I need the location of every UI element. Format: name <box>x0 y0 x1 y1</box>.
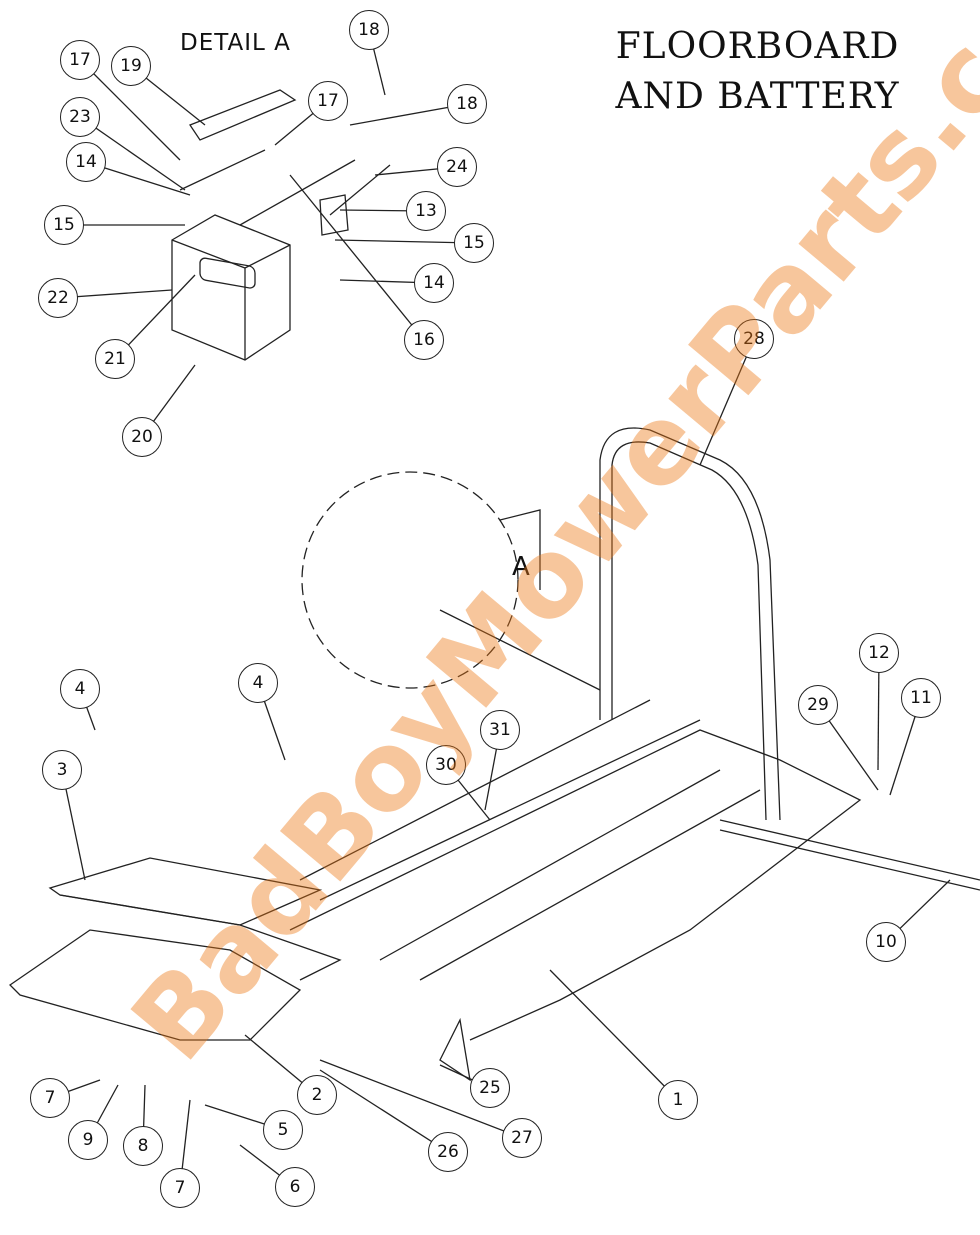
roll-bar <box>599 427 781 821</box>
callout-27: 27 <box>502 1118 542 1158</box>
leader-line <box>549 969 679 1101</box>
floor-mat <box>48 857 342 981</box>
callout-1: 1 <box>658 1080 698 1120</box>
callout-24: 24 <box>437 147 477 187</box>
callout-18: 18 <box>447 84 487 124</box>
leader-line <box>334 239 475 244</box>
floor-pan <box>8 929 302 1041</box>
detail-a-view <box>301 471 601 691</box>
callout-29: 29 <box>798 685 838 725</box>
callout-23: 23 <box>60 97 100 137</box>
callout-11: 11 <box>901 678 941 718</box>
callout-9: 9 <box>68 1120 108 1160</box>
callout-6: 6 <box>275 1167 315 1207</box>
callout-15: 15 <box>454 223 494 263</box>
frame <box>289 699 980 1082</box>
callout-25: 25 <box>470 1068 510 1108</box>
leader-line <box>79 59 181 161</box>
callout-8: 8 <box>123 1126 163 1166</box>
leader-line <box>319 1069 449 1153</box>
detail-a-label: DETAIL A <box>180 30 291 56</box>
callout-20: 20 <box>122 417 162 457</box>
leader-lines <box>49 29 951 1189</box>
battery <box>171 214 291 361</box>
leader-line <box>289 174 425 341</box>
callout-21: 21 <box>95 339 135 379</box>
view-a-label: A <box>512 552 530 582</box>
title-line-2: AND BATTERY <box>615 76 900 117</box>
callout-13: 13 <box>406 191 446 231</box>
callout-28: 28 <box>734 319 774 359</box>
callout-7: 7 <box>30 1078 70 1118</box>
leader-line <box>699 338 755 466</box>
callout-30: 30 <box>426 745 466 785</box>
callout-16: 16 <box>404 320 444 360</box>
callout-3: 3 <box>42 750 82 790</box>
callout-5: 5 <box>263 1110 303 1150</box>
callout-31: 31 <box>480 710 520 750</box>
callout-26: 26 <box>428 1132 468 1172</box>
callout-7: 7 <box>160 1168 200 1208</box>
battery-hold-down <box>189 89 297 141</box>
callout-18: 18 <box>349 10 389 50</box>
title-line-1: FLOORBOARD <box>615 26 900 67</box>
callout-10: 10 <box>866 922 906 962</box>
callout-14: 14 <box>414 263 454 303</box>
callout-2: 2 <box>297 1075 337 1115</box>
callout-19: 19 <box>111 46 151 86</box>
leader-line <box>79 116 186 191</box>
callout-14: 14 <box>66 142 106 182</box>
diagram-title: FLOORBOARD AND BATTERY <box>600 22 915 122</box>
callout-4: 4 <box>60 669 100 709</box>
leader-line <box>319 1059 523 1139</box>
callout-22: 22 <box>38 278 78 318</box>
callout-4: 4 <box>238 663 278 703</box>
callout-17: 17 <box>60 40 100 80</box>
callout-12: 12 <box>859 633 899 673</box>
callout-15: 15 <box>44 205 84 245</box>
callout-17: 17 <box>308 81 348 121</box>
battery-cables <box>179 149 391 236</box>
